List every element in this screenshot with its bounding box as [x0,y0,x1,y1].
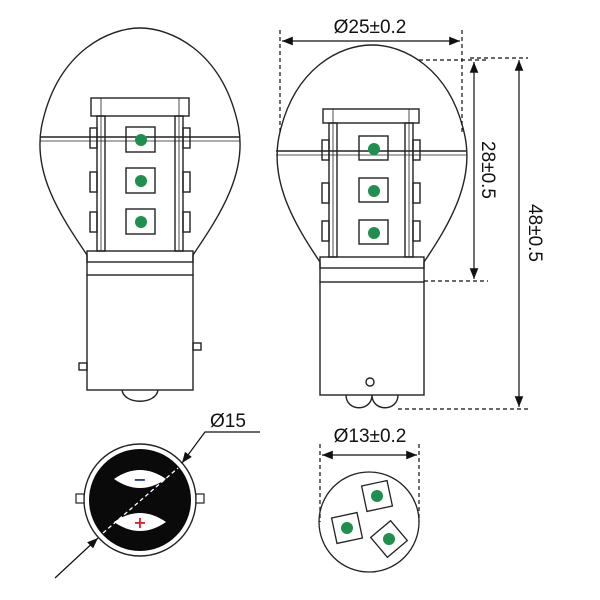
dimension-total-height [398,57,528,410]
metal-base [86,274,194,391]
base-diameter-label: Ø15 [210,411,246,432]
led-dot [368,227,380,239]
base-inner-disc [89,449,191,551]
top-view [318,444,420,573]
led-board-bottom-plate [86,250,194,263]
glass-envelope [39,27,241,275]
bayonet-pin-right [192,342,202,351]
bayonet-pin-left [78,362,88,371]
led-dot [371,490,383,502]
led-dot [341,522,353,534]
led-dot [135,175,147,187]
led-chip [125,208,156,235]
led-height-label: 28±0.5 [477,141,498,199]
right-led-dots [368,143,380,239]
led-board-top-cap [90,97,190,117]
bulb-side-view-left [39,27,241,402]
led-chip [358,135,389,161]
dimension-base-diameter [54,431,260,579]
positive-contact [114,513,166,531]
bayonet-pin-left [75,493,85,504]
led-chip [358,219,389,245]
negative-symbol: − [133,470,146,489]
led-board-top-cap [322,108,420,124]
led-chip [125,126,156,153]
led-chip [125,167,156,194]
led-chip [358,177,389,203]
positive-symbol: + [133,513,146,532]
dimension-led-height [419,59,488,282]
top-view-diameter-label: Ø13±0.2 [334,426,407,447]
top-view-led-dots [341,490,395,545]
bayonet-pin-right [195,493,205,504]
base-contact [345,394,399,409]
led-board-bottom-plate [319,256,425,269]
left-led-dots [135,134,147,228]
led-dot [135,134,147,146]
bayonet-pin-hole [365,377,375,387]
led-dot [135,216,147,228]
base-end-view [75,443,205,557]
bulb-diameter-label: Ø25±0.2 [334,17,407,38]
led-dot [368,143,380,155]
dimension-bulb-diameter [279,30,463,132]
base-contact [121,389,159,402]
glass-envelope [276,44,468,282]
led-dot [383,533,395,545]
led-dot [368,185,380,197]
bulb-side-view-right [276,44,468,409]
negative-contact [114,470,166,488]
total-height-label: 48±0.5 [524,204,545,262]
